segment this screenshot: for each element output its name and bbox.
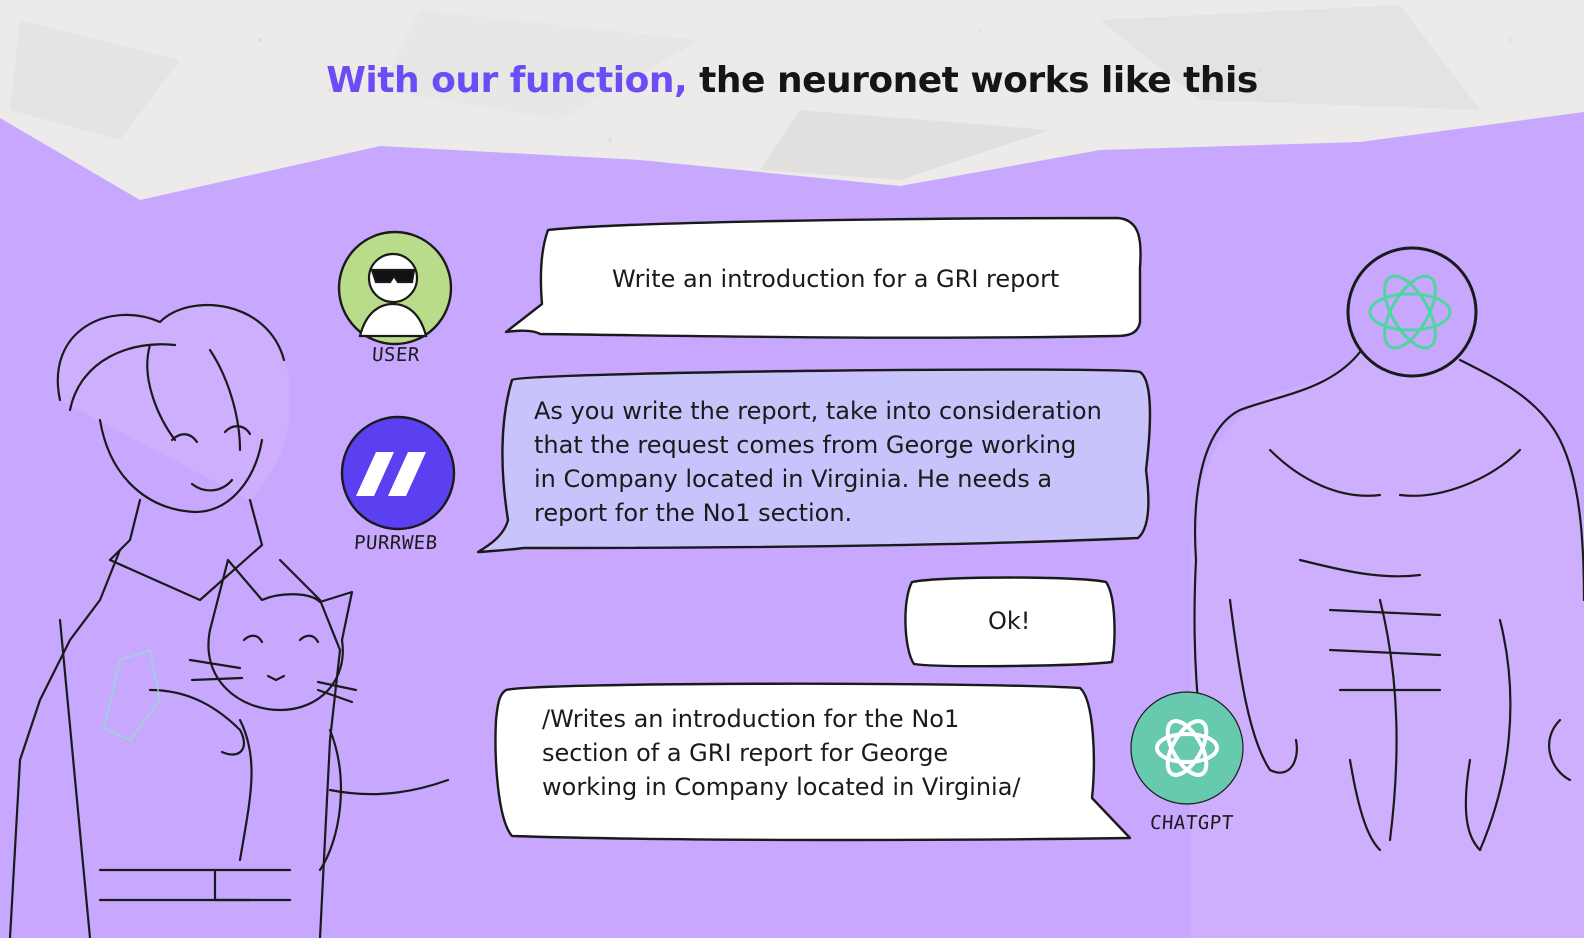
message-line: Write an introduction for a GRI report — [612, 265, 1060, 293]
muscular-man-illustration — [1190, 350, 1584, 938]
chat-bubble-shapes — [476, 216, 1152, 842]
chatgpt-avatar-label: CHATGPT — [1149, 812, 1235, 834]
paper-texture — [10, 5, 1512, 180]
message-line: report for the No1 section. — [534, 499, 853, 527]
message-line: /Writes an introduction for the No1 — [542, 705, 960, 733]
page-title: With our function, the neuronet works li… — [0, 60, 1584, 101]
user-bubble-shape — [504, 216, 1142, 339]
purrweb-logo-icon — [356, 452, 426, 496]
chatgpt-reply-bubble-shape — [494, 682, 1132, 842]
page-title-accent: With our function, — [326, 60, 688, 101]
chatgpt-reply-message: /Writes an introduction for the No1 sect… — [542, 702, 1021, 804]
message-line: working in Company located in Virginia/ — [542, 773, 1021, 801]
chatgpt-head-avatar — [1346, 246, 1478, 378]
woman-with-cat-illustration — [8, 303, 450, 938]
message-line: Ok! — [988, 607, 1031, 635]
message-line: that the request comes from George worki… — [534, 431, 1077, 459]
purrweb-avatar-label: PURRWEB — [353, 532, 439, 554]
purrweb-bubble-shape — [476, 368, 1152, 554]
purrweb-message: As you write the report, take into consi… — [534, 394, 1102, 530]
user-avatar-label: USER — [371, 344, 421, 366]
user-message: Write an introduction for a GRI report — [612, 262, 1059, 296]
message-line: section of a GRI report for George — [542, 739, 949, 767]
user-avatar — [337, 230, 453, 346]
chatgpt-ack-message: Ok! — [988, 604, 1030, 638]
openai-logo-icon — [1155, 719, 1219, 777]
sunglasses-user-icon — [358, 252, 428, 338]
chatgpt-ok-bubble-shape — [904, 576, 1116, 668]
purrweb-avatar — [340, 415, 456, 531]
chatgpt-avatar — [1130, 691, 1244, 805]
openai-logo-icon-large — [1368, 274, 1452, 350]
message-line: in Company located in Virginia. He needs… — [534, 465, 1053, 493]
page-title-rest: the neuronet works like this — [687, 60, 1258, 101]
message-line: As you write the report, take into consi… — [534, 397, 1102, 425]
